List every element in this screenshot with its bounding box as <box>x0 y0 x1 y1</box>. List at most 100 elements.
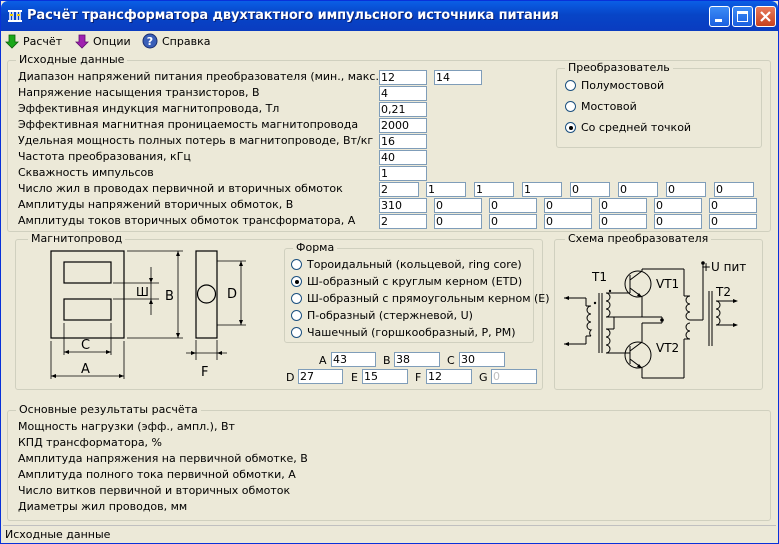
loss-power-label: Удельная мощность полных потерь в магнит… <box>18 134 374 147</box>
result-efficiency: КПД трансформатора, % <box>18 436 163 449</box>
shape-pot-radio[interactable] <box>291 327 302 338</box>
dim-a-input[interactable]: 43 <box>331 352 376 367</box>
duty-input[interactable]: 1 <box>379 166 427 181</box>
sec-current-input-5[interactable]: 0 <box>599 214 647 229</box>
sec-current-input-7[interactable]: 0 <box>709 214 757 229</box>
shape-toroid-label[interactable]: Тороидальный (кольцевой, ring core) <box>307 258 522 271</box>
minimize-button[interactable] <box>709 6 730 27</box>
frequency-input[interactable]: 40 <box>379 150 427 165</box>
sec-current-input-1[interactable]: 2 <box>379 214 427 229</box>
dim-b-input[interactable]: 38 <box>394 352 440 367</box>
shape-etd-radio[interactable] <box>291 276 302 287</box>
transformer-app-icon <box>8 10 22 22</box>
saturation-voltage-label: Напряжение насыщения транзисторов, В <box>18 86 260 99</box>
wire-strands-label: Число жил в проводах первичной и вторичн… <box>18 182 343 195</box>
menu-options[interactable]: Опции <box>75 33 131 49</box>
sec-voltage-input-1[interactable]: 310 <box>379 198 427 213</box>
dim-c-input[interactable]: 30 <box>459 352 505 367</box>
converter-center-tap-radio[interactable] <box>565 122 576 133</box>
converter-half-bridge-label[interactable]: Полумостовой <box>581 79 665 92</box>
supply-min-input[interactable]: 12 <box>379 70 427 85</box>
sec-current-input-6[interactable]: 0 <box>654 214 702 229</box>
help-icon: ? <box>142 33 158 49</box>
supply-range-label: Диапазон напряжений питания преобразоват… <box>18 70 398 83</box>
shape-e-radio[interactable] <box>291 293 302 304</box>
maximize-icon <box>737 11 748 22</box>
loss-power-input[interactable]: 16 <box>379 134 427 149</box>
shape-e-label[interactable]: Ш-образный с прямоугольным керном (E) <box>307 292 550 305</box>
title-bar[interactable]: Расчёт трансформатора двухтактного импул… <box>1 1 778 31</box>
sec-current-input-3[interactable]: 0 <box>489 214 537 229</box>
sec-voltage-input-6[interactable]: 0 <box>654 198 702 213</box>
sec-voltage-input-4[interactable]: 0 <box>544 198 592 213</box>
converter-title: Преобразователь <box>565 62 673 74</box>
dim-sh-label: Ш <box>136 285 149 299</box>
converter-center-tap-label[interactable]: Со средней точкой <box>581 121 692 134</box>
dim-a-label: A <box>81 362 90 377</box>
window-title: Расчёт трансформатора двухтактного импул… <box>27 8 559 23</box>
strands-input-1[interactable]: 2 <box>379 182 419 197</box>
t1-label: T1 <box>591 270 607 284</box>
sec-current-input-2[interactable]: 0 <box>434 214 482 229</box>
menu-bar: Расчёт Опции ? Справка <box>1 31 778 51</box>
core-dimensions-drawing: C A Ш B D F <box>50 250 246 380</box>
menu-calc-label: Расчёт <box>23 34 63 48</box>
vt2-label: VT2 <box>656 341 679 355</box>
strands-input-2[interactable]: 1 <box>426 182 466 197</box>
supply-max-input[interactable]: 14 <box>434 70 482 85</box>
close-button[interactable] <box>755 6 776 27</box>
sec-current-input-4[interactable]: 0 <box>544 214 592 229</box>
converter-half-bridge-radio[interactable] <box>565 80 576 91</box>
duty-label: Скважность импульсов <box>18 166 154 179</box>
strands-input-4[interactable]: 1 <box>522 182 562 197</box>
dim-c-label: C <box>81 338 90 353</box>
strands-input-7[interactable]: 0 <box>666 182 706 197</box>
dim-b-name: B <box>383 354 391 367</box>
input-data-group: Исходные данные <box>7 54 771 232</box>
green-arrow-down-icon <box>5 34 19 49</box>
status-bar: Исходные данные <box>3 525 776 542</box>
close-icon <box>760 11 771 22</box>
maximize-button[interactable] <box>732 6 753 27</box>
strands-input-8[interactable]: 0 <box>714 182 754 197</box>
permeability-input[interactable]: 2000 <box>379 118 427 133</box>
dim-f-label: F <box>201 365 208 380</box>
converter-bridge-label[interactable]: Мостовой <box>581 100 637 113</box>
result-load-power: Мощность нагрузки (эфф., ампл.), Вт <box>18 420 235 433</box>
svg-text:?: ? <box>147 35 153 48</box>
shape-u-radio[interactable] <box>291 310 302 321</box>
sec-voltage-input-3[interactable]: 0 <box>489 198 537 213</box>
input-data-title: Исходные данные <box>16 54 128 66</box>
sec-voltage-input-5[interactable]: 0 <box>599 198 647 213</box>
result-turns: Число витков первичной и вторичных обмот… <box>18 484 291 497</box>
shape-pot-label[interactable]: Чашечный (горшкообразный, P, PM) <box>307 326 516 339</box>
converter-bridge-radio[interactable] <box>565 101 576 112</box>
sec-voltage-input-7[interactable]: 0 <box>709 198 757 213</box>
dim-e-input[interactable]: 15 <box>362 369 408 384</box>
shape-u-label[interactable]: П-образный (стержневой, U) <box>307 309 473 322</box>
permeability-label: Эффективная магнитная проницаемость магн… <box>18 118 359 131</box>
menu-help[interactable]: ? Справка <box>142 33 210 49</box>
results-title: Основные результаты расчёта <box>16 404 201 416</box>
menu-calc[interactable]: Расчёт <box>5 33 62 49</box>
result-primary-current: Амплитуда полного тока первичной обмотки… <box>18 468 296 481</box>
dim-f-name: F <box>415 371 422 384</box>
dim-d-input[interactable]: 27 <box>298 369 343 384</box>
shape-toroid-radio[interactable] <box>291 259 302 270</box>
core-title: Магнитопровод <box>28 233 126 245</box>
purple-arrow-down-icon <box>75 34 89 49</box>
strands-input-5[interactable]: 0 <box>570 182 610 197</box>
dim-f-input[interactable]: 12 <box>426 369 472 384</box>
induction-input[interactable]: 0,21 <box>379 102 427 117</box>
dim-b-label: B <box>165 289 174 304</box>
strands-input-3[interactable]: 1 <box>474 182 514 197</box>
strands-input-6[interactable]: 0 <box>618 182 658 197</box>
shape-etd-label[interactable]: Ш-образный с круглым керном (ETD) <box>307 275 523 288</box>
sec-voltage-input-2[interactable]: 0 <box>434 198 482 213</box>
minimize-icon <box>715 19 722 22</box>
result-primary-voltage: Амплитуда напряжения на первичной обмотк… <box>18 452 308 465</box>
saturation-voltage-input[interactable]: 4 <box>379 86 427 101</box>
dim-d-label: D <box>227 287 237 302</box>
dim-g-input: 0 <box>491 369 537 384</box>
